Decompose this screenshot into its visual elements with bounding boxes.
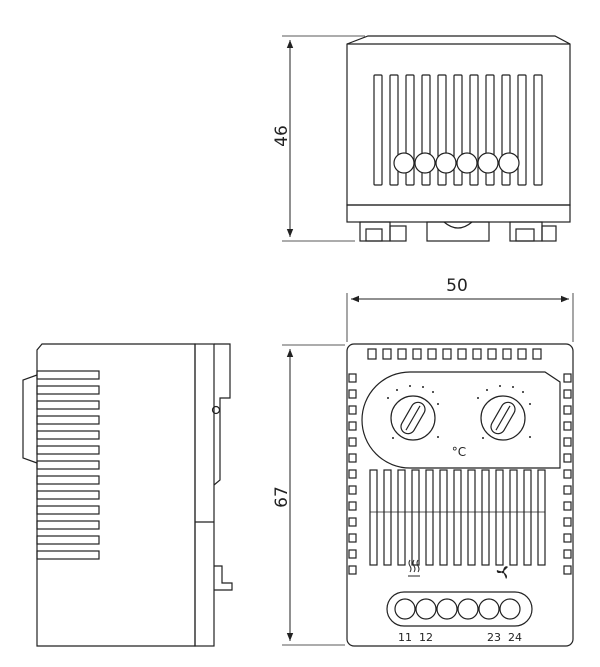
terminal-label-11: 11	[398, 631, 412, 644]
terminal-label-12: 12	[419, 631, 433, 644]
side-vent-slots	[36, 370, 100, 560]
fan-icon	[496, 566, 508, 579]
temperature-knob-heating[interactable]	[390, 395, 436, 441]
front-top-teeth	[367, 348, 542, 360]
side-left-rib	[22, 374, 38, 464]
side-housing	[36, 343, 196, 647]
top-vent-slots	[373, 74, 543, 186]
terminal-block	[386, 591, 533, 627]
terminal-label-23: 23	[487, 631, 501, 644]
dimension-46-label: 46	[272, 125, 292, 147]
dimension-50: 50	[346, 276, 574, 342]
terminal-circles	[394, 598, 521, 620]
dimension-67-label: 67	[272, 486, 292, 508]
dimension-67: 67	[272, 344, 345, 646]
dimension-46: 46	[272, 35, 365, 242]
side-view	[22, 343, 233, 647]
side-din-clip	[194, 343, 233, 647]
temperature-knob-cooling[interactable]	[480, 395, 526, 441]
terminal-label-24: 24	[508, 631, 522, 644]
heater-icon	[408, 559, 420, 577]
front-vent-slots	[369, 469, 546, 566]
temperature-unit-label: °C	[452, 445, 466, 459]
top-housing	[346, 35, 571, 206]
top-terminal-circles	[393, 152, 520, 174]
knob-scale-dots	[387, 385, 531, 439]
front-right-teeth	[563, 373, 572, 575]
front-view: 50 67	[272, 276, 574, 647]
front-housing	[346, 343, 574, 647]
front-left-teeth	[348, 373, 357, 575]
top-mounting-clips	[359, 221, 557, 242]
top-view: 46	[272, 35, 571, 242]
dimension-50-label: 50	[446, 276, 468, 296]
top-base-strip	[346, 204, 571, 223]
